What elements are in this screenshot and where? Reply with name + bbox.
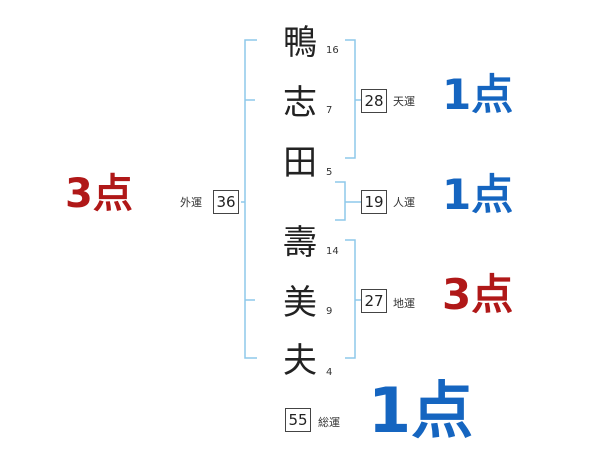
- chiun-score: 3点: [442, 270, 514, 319]
- tenun-score: 1点: [442, 70, 514, 119]
- stroke-count-6: 4: [326, 367, 333, 378]
- jinun-score: 1点: [442, 170, 514, 219]
- chiun-bracket: [345, 239, 356, 359]
- souun-value-box: 55: [285, 408, 311, 432]
- souun-label: 総運: [318, 416, 340, 429]
- name-char-6: 夫: [283, 341, 317, 381]
- souun-score: 1点: [368, 374, 474, 447]
- stroke-count-5: 9: [326, 306, 333, 317]
- jinun-value-box: 19: [361, 190, 387, 214]
- gaiun-value-box: 36: [213, 190, 239, 214]
- name-char-3: 田: [283, 143, 317, 183]
- name-char-2: 志: [283, 83, 317, 123]
- left-bracket: [244, 39, 257, 359]
- name-char-5: 美: [283, 283, 317, 323]
- tenun-value-box: 28: [361, 89, 387, 113]
- gaiun-score: 3点: [65, 171, 133, 217]
- stroke-count-1: 16: [326, 45, 339, 56]
- jinun-label: 人運: [393, 196, 415, 209]
- name-char-1: 鴨: [283, 23, 317, 63]
- stroke-count-4: 14: [326, 246, 339, 257]
- tenun-bracket: [345, 39, 356, 159]
- stroke-count-2: 7: [326, 105, 333, 116]
- gaiun-label: 外運: [180, 196, 202, 209]
- stroke-count-3: 5: [326, 167, 333, 178]
- jinun-bracket: [335, 181, 346, 221]
- tenun-label: 天運: [393, 95, 415, 108]
- chiun-label: 地運: [393, 297, 415, 310]
- name-char-4: 壽: [283, 223, 317, 263]
- chiun-value-box: 27: [361, 289, 387, 313]
